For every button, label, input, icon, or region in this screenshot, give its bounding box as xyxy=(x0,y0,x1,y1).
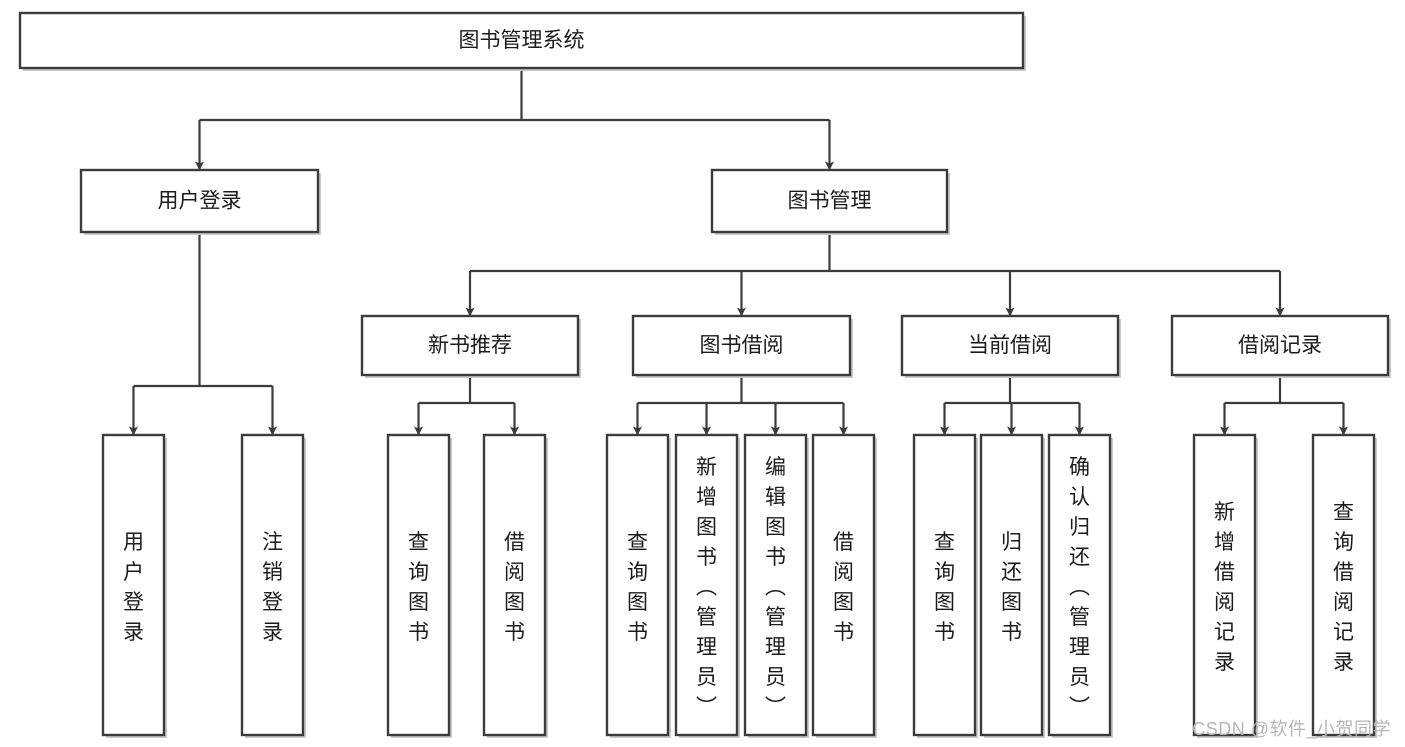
node-rect[interactable] xyxy=(1170,314,1390,377)
node-leaf-confirm-return[interactable]: 确认归还︵管理员︶ xyxy=(1047,433,1113,738)
node-label: 查询图书 xyxy=(408,531,429,644)
node-label: 新增图书︵管理员︶ xyxy=(696,456,717,719)
node-rect[interactable] xyxy=(18,11,1025,70)
node-rect[interactable] xyxy=(710,168,949,234)
node-book-borrow[interactable]: 图书借阅 xyxy=(631,314,853,378)
node-leaf-return-book[interactable]: 归还图书 xyxy=(979,433,1045,738)
node-rect[interactable] xyxy=(79,168,320,234)
node-leaf-user-login[interactable]: 用户登录 xyxy=(101,433,167,738)
node-root[interactable]: 图书管理系统 xyxy=(18,11,1026,71)
node-user-login[interactable]: 用户登录 xyxy=(79,168,321,235)
node-label: 查询图书 xyxy=(934,531,955,644)
node-label: 图书借阅 xyxy=(700,334,784,357)
watermark-text: CSDN @软件_小贺同学 xyxy=(1192,719,1391,739)
node-rect[interactable] xyxy=(386,433,451,737)
node-label: 确认归还︵管理员︶ xyxy=(1069,456,1090,719)
node-label: 查询图书 xyxy=(627,531,648,644)
node-rect[interactable] xyxy=(482,433,547,737)
node-rect[interactable] xyxy=(912,433,977,737)
node-label: 新增借阅记录 xyxy=(1214,501,1235,674)
node-leaf-borrow-book-a[interactable]: 借阅图书 xyxy=(482,433,548,738)
node-rect[interactable] xyxy=(1047,433,1112,737)
node-label: 用户登录 xyxy=(158,190,242,213)
node-leaf-add-record[interactable]: 新增借阅记录 xyxy=(1192,433,1258,738)
node-rect[interactable] xyxy=(240,433,305,737)
node-label: 用户登录 xyxy=(123,531,144,644)
node-current-borrow[interactable]: 当前借阅 xyxy=(900,314,1121,378)
node-leaf-logout[interactable]: 注销登录 xyxy=(240,433,306,738)
node-rect[interactable] xyxy=(674,433,739,737)
node-label: 编辑图书︵管理员︶ xyxy=(765,456,786,719)
node-leaf-edit-book[interactable]: 编辑图书︵管理员︶ xyxy=(743,433,809,738)
node-leaf-borrow-book-b[interactable]: 借阅图书 xyxy=(811,433,877,738)
node-rect[interactable] xyxy=(811,433,876,737)
node-label: 查询借阅记录 xyxy=(1333,501,1354,674)
node-borrow-record[interactable]: 借阅记录 xyxy=(1170,314,1391,378)
node-rect[interactable] xyxy=(743,433,808,737)
node-rect[interactable] xyxy=(360,314,580,377)
node-new-book-rec[interactable]: 新书推荐 xyxy=(360,314,581,378)
node-label: 注销登录 xyxy=(262,531,283,644)
node-rect[interactable] xyxy=(101,433,166,737)
node-rect[interactable] xyxy=(631,314,852,377)
node-label: 图书管理 xyxy=(788,190,872,213)
node-label: 归还图书 xyxy=(1001,531,1022,644)
node-book-manage[interactable]: 图书管理 xyxy=(710,168,950,235)
node-label: 当前借阅 xyxy=(968,334,1052,357)
node-leaf-query-book-a[interactable]: 查询图书 xyxy=(386,433,452,738)
node-rect[interactable] xyxy=(1192,433,1257,737)
node-leaf-query-book-c[interactable]: 查询图书 xyxy=(912,433,978,738)
node-label: 借阅图书 xyxy=(833,531,854,644)
node-rect[interactable] xyxy=(605,433,670,737)
node-label: 新书推荐 xyxy=(428,334,512,357)
connector-layer xyxy=(129,68,1348,436)
node-leaf-query-book-b[interactable]: 查询图书 xyxy=(605,433,671,738)
node-leaf-query-record[interactable]: 查询借阅记录 xyxy=(1311,433,1377,738)
node-rect[interactable] xyxy=(900,314,1120,377)
node-rect[interactable] xyxy=(1311,433,1376,737)
node-label: 借阅记录 xyxy=(1238,334,1322,357)
node-rect[interactable] xyxy=(979,433,1044,737)
node-label: 借阅图书 xyxy=(504,531,525,644)
node-leaf-add-book[interactable]: 新增图书︵管理员︶ xyxy=(674,433,740,738)
node-layer: 图书管理系统用户登录图书管理新书推荐图书借阅当前借阅借阅记录用户登录注销登录查询… xyxy=(18,11,1391,738)
node-label: 图书管理系统 xyxy=(459,29,585,52)
